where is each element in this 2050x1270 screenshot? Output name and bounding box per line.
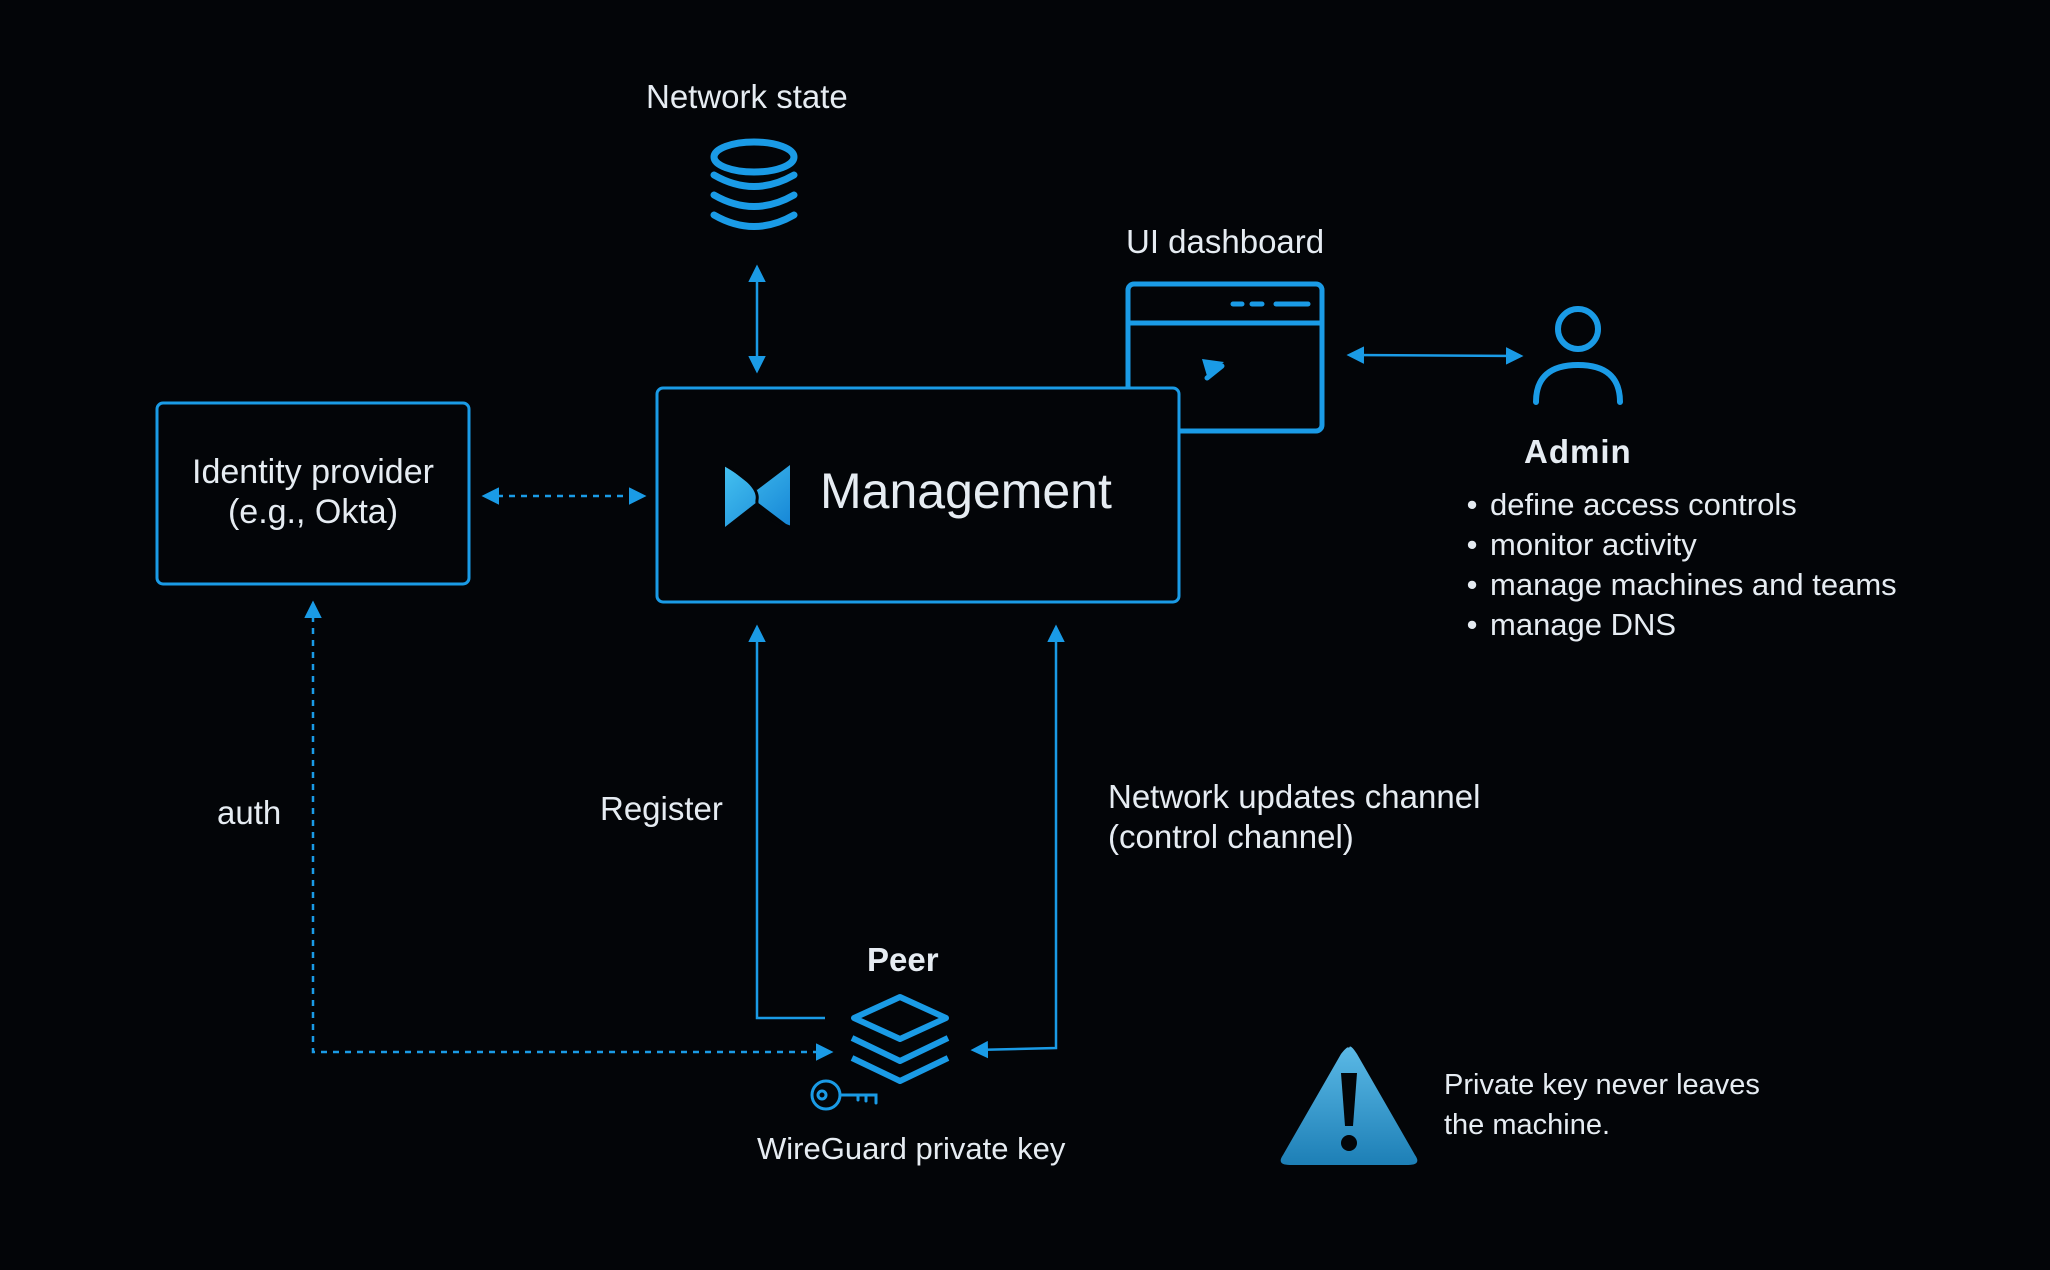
management-box xyxy=(655,386,1181,604)
identity-provider-name: Identity provider xyxy=(192,453,434,491)
network-updates-title: Network updates channel xyxy=(1108,778,1481,815)
identity-provider-box xyxy=(155,401,471,586)
network-updates-label: Network updates channel (control channel… xyxy=(1108,777,1480,857)
user-icon xyxy=(1533,306,1623,405)
wireguard-key-label: WireGuard private key xyxy=(757,1131,1066,1166)
identity-provider-label: Identity provider (e.g., Okta) xyxy=(157,452,469,532)
peer-label: Peer xyxy=(867,941,939,978)
network-state-label: Network state xyxy=(646,78,848,115)
register-arrow xyxy=(748,624,825,1020)
warning-triangle-icon xyxy=(1280,1046,1418,1165)
warning-text: Private key never leaves the machine. xyxy=(1444,1065,1760,1145)
auth-arrow xyxy=(304,600,834,1061)
warning-line-1: Private key never leaves xyxy=(1444,1069,1760,1101)
admin-task-item: •monitor activity xyxy=(1466,527,1697,562)
key-icon xyxy=(810,1079,878,1111)
netbird-logo-icon xyxy=(724,463,791,529)
layers-icon xyxy=(850,994,950,1084)
dashboard-admin-arrow xyxy=(1346,346,1524,365)
database-icon xyxy=(710,138,798,230)
admin-task-list: •define access controls •monitor activit… xyxy=(1460,485,1897,645)
admin-task-item: •manage DNS xyxy=(1466,607,1677,642)
admin-task-item: •manage machines and teams xyxy=(1466,567,1897,602)
admin-label: Admin xyxy=(1524,433,1632,470)
network-updates-subtitle: (control channel) xyxy=(1108,818,1354,855)
ui-dashboard-label: UI dashboard xyxy=(1126,223,1325,260)
warning-line-2: the machine. xyxy=(1444,1109,1611,1141)
register-label: Register xyxy=(600,790,723,827)
management-title: Management xyxy=(820,463,1112,519)
identity-provider-example: (e.g., Okta) xyxy=(227,493,399,531)
network-updates-arrow xyxy=(970,624,1065,1059)
auth-label: auth xyxy=(217,794,282,831)
admin-task-item: •define access controls xyxy=(1466,487,1797,522)
